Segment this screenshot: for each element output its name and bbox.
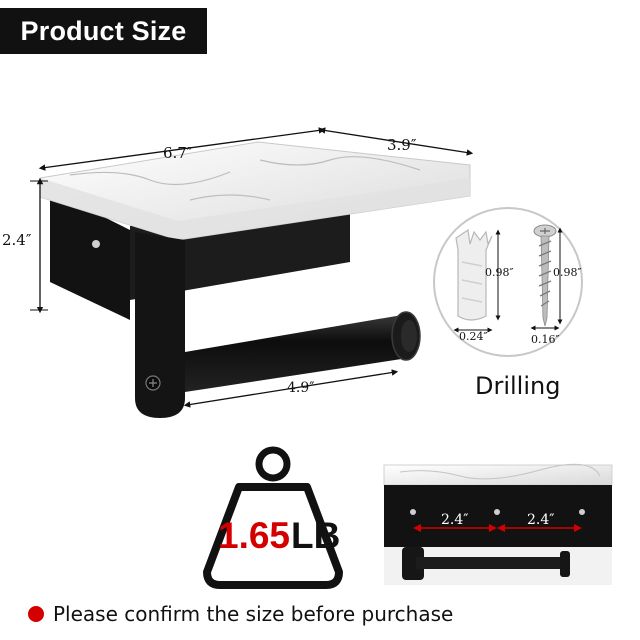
mount-hole-icon bbox=[494, 509, 500, 515]
weight-icon bbox=[203, 446, 343, 589]
dimension-lines bbox=[30, 127, 474, 408]
mount-hole-icon bbox=[579, 509, 585, 515]
footer-note: Please confirm the size before purchase bbox=[28, 602, 453, 626]
mounting-holes-view bbox=[383, 463, 613, 585]
mount-hole-icon bbox=[92, 240, 100, 248]
drilling-label: Drilling bbox=[475, 372, 560, 400]
toilet-paper-holder bbox=[39, 141, 471, 418]
height-label: 2.4″ bbox=[2, 231, 32, 249]
screw-width-label: 0.16″ bbox=[531, 333, 560, 346]
vertical-arm bbox=[135, 232, 185, 418]
screw-length-label: 0.98″ bbox=[553, 266, 582, 279]
product-size-badge: Product Size bbox=[0, 8, 207, 54]
rod-length-label: 4.9″ bbox=[287, 380, 315, 396]
drilling-inset bbox=[433, 207, 583, 357]
shelf-depth-label: 3.9″ bbox=[387, 136, 417, 154]
weight-value: 1.65 bbox=[218, 515, 290, 556]
screw-icon bbox=[533, 224, 557, 327]
anchor-length-label: 0.98″ bbox=[485, 266, 514, 279]
anchor-width-label: 0.24″ bbox=[459, 330, 488, 343]
mount-hole-icon bbox=[410, 509, 416, 515]
wall-anchor-icon bbox=[455, 228, 493, 321]
bullet-dot-icon bbox=[28, 606, 44, 622]
hole-spacing-right-label: 2.4″ bbox=[527, 512, 555, 528]
weight-unit: LB bbox=[291, 515, 340, 556]
confirm-size-note: Please confirm the size before purchase bbox=[53, 602, 454, 626]
hole-spacing-left-label: 2.4″ bbox=[441, 512, 469, 528]
shelf-width-label: 6.7″ bbox=[163, 144, 193, 162]
wall-plate bbox=[50, 190, 130, 320]
